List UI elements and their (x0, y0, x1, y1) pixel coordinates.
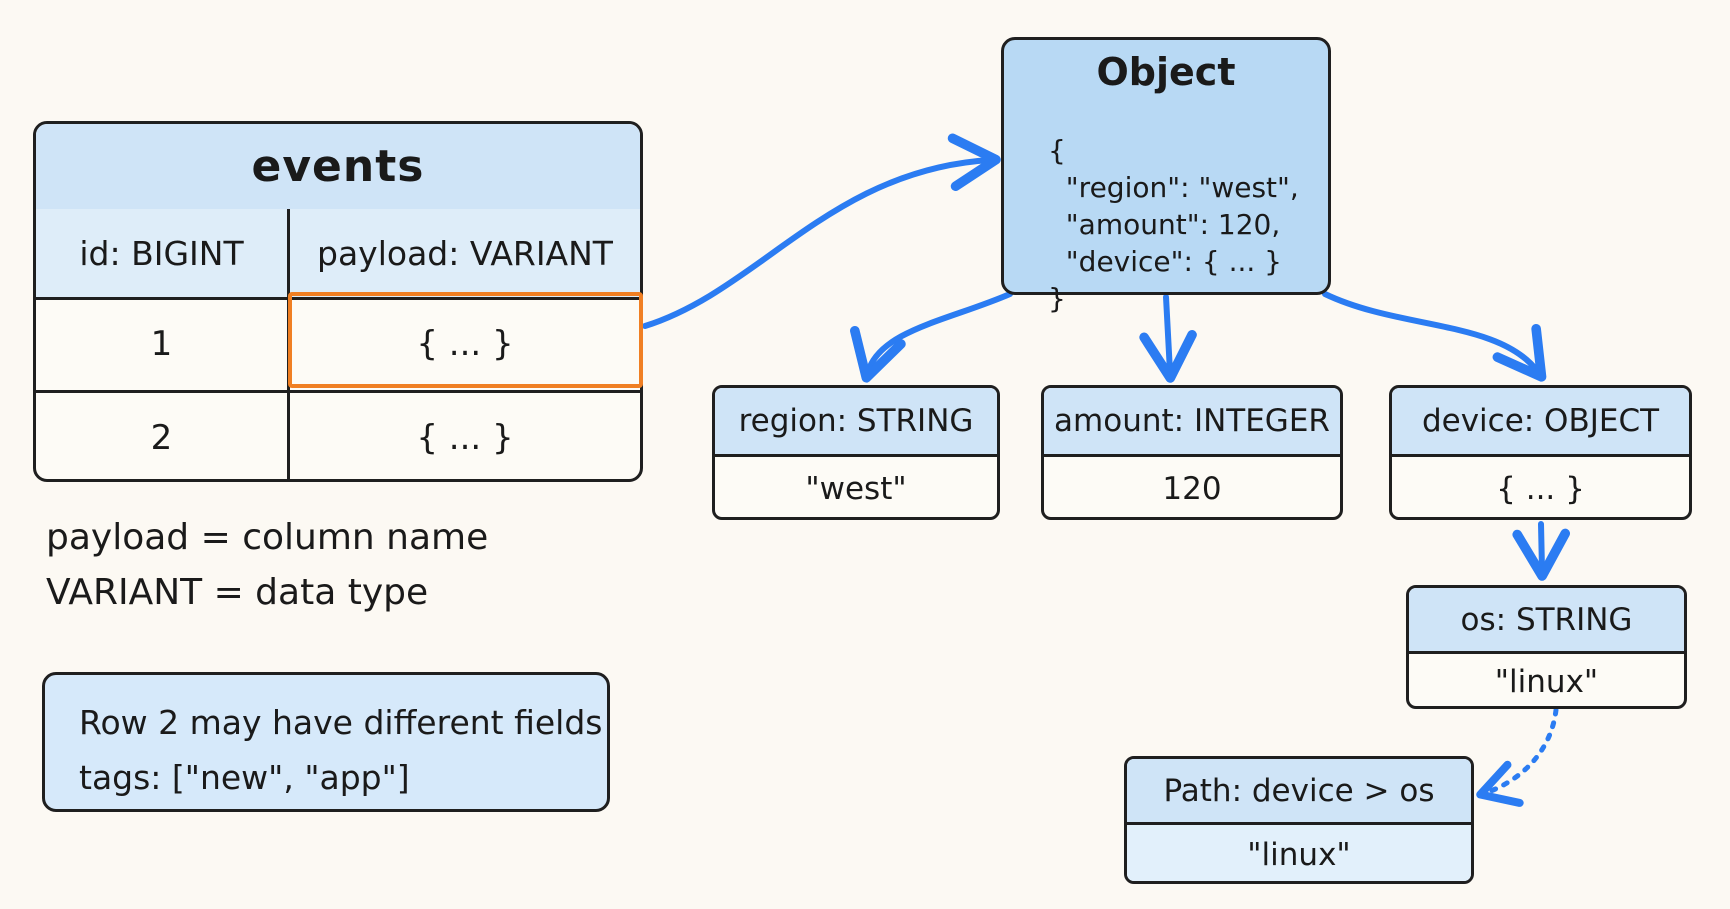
arrow-os-to-path (1476, 707, 1559, 807)
path-result: Path: device > os "linux" (1124, 756, 1474, 884)
table-title: events (36, 124, 640, 212)
field-os-value: "linux" (1494, 663, 1599, 700)
legend-notes: payload = column name VARIANT = data typ… (46, 510, 488, 620)
note-column-name: payload = column name (46, 517, 489, 558)
path-header: Path: device > os (1127, 759, 1471, 825)
arrow-device-to-os (1512, 521, 1571, 581)
object-json: { "region": "west", "amount": 120, "devi… (1048, 134, 1299, 315)
object-title: Object (1096, 50, 1236, 94)
row-divider (36, 390, 640, 393)
selected-payload-highlight (288, 292, 643, 388)
object-node: Object { "region": "west", "amount": 120… (1001, 37, 1331, 315)
field-amount: amount: INTEGER 120 (1041, 385, 1343, 520)
path-value: "linux" (1127, 825, 1471, 881)
note-box-line-1: Row 2 may have different fields (79, 703, 603, 742)
field-device-header: device: OBJECT (1392, 388, 1689, 457)
arrow-object-to-region (850, 291, 1013, 383)
row-2-payload: { ... } (416, 417, 514, 458)
row-2-note-box: Row 2 may have different fields tags: ["… (42, 672, 610, 812)
column-header-payload: payload: VARIANT (290, 209, 640, 300)
field-region: region: STRING "west" (712, 385, 1000, 520)
field-amount-header: amount: INTEGER (1044, 388, 1340, 457)
field-device: device: OBJECT { ... } (1389, 385, 1692, 520)
note-data-type: VARIANT = data type (46, 572, 429, 613)
field-os-header: os: STRING (1409, 588, 1684, 654)
row-1-payload: { ... } (416, 323, 514, 364)
arrow-object-to-device (1322, 291, 1547, 382)
note-box-line-2: tags: ["new", "app"] (79, 758, 410, 797)
arrow-payload-to-object (642, 133, 1001, 329)
field-device-value: { ... } (1496, 470, 1585, 507)
field-region-value: "west" (805, 470, 907, 507)
field-os: os: STRING "linux" (1406, 585, 1687, 709)
row-1-id: 1 (150, 323, 173, 364)
events-table: events id: BIGINT payload: VARIANT 1 { .… (33, 121, 643, 482)
row-2-id: 2 (150, 417, 173, 458)
field-region-header: region: STRING (715, 388, 997, 457)
column-header-id: id: BIGINT (36, 209, 287, 300)
field-amount-value: 120 (1162, 470, 1222, 507)
arrow-object-to-amount (1139, 294, 1197, 383)
